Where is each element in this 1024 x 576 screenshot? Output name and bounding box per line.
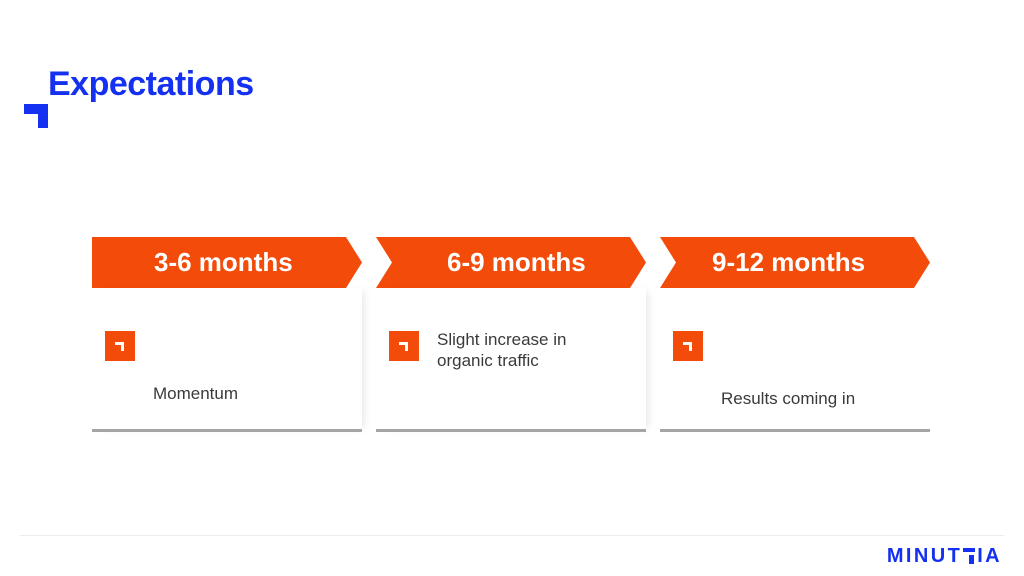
timeline-banner: 9-12 months — [660, 237, 930, 288]
footer-divider — [20, 535, 1004, 536]
timeline-column: 9-12 months Results coming in — [660, 237, 930, 432]
card-divider — [660, 429, 930, 432]
timeline-column: 3-6 months Momentum — [92, 237, 362, 432]
corner-bracket-icon — [673, 331, 703, 361]
timeline-period-label: 6-9 months — [447, 247, 586, 277]
timeline-card: Results coming in — [660, 288, 930, 432]
banner-chevron-shape — [660, 237, 930, 288]
timeline-card: Momentum — [92, 288, 362, 432]
logo-t-mark-icon — [963, 548, 976, 564]
logo-text-right: IA — [977, 544, 1002, 567]
logo-text-left: MINUT — [886, 544, 963, 567]
timeline-banner: 3-6 months — [92, 237, 362, 288]
timeline-card-text: Momentum — [153, 384, 239, 403]
timeline-card-text: Slight increase in organic traffic — [437, 330, 567, 370]
banner-chevron-shape — [376, 237, 646, 288]
corner-bracket-icon — [389, 331, 419, 361]
page-title: Expectations — [48, 65, 254, 103]
timeline-card-text: Results coming in — [721, 389, 856, 408]
timeline-banner: 6-9 months — [376, 237, 646, 288]
corner-bracket-icon — [105, 331, 135, 361]
title-corner-icon — [24, 104, 48, 128]
card-divider — [376, 429, 646, 432]
timeline-period-label: 9-12 months — [712, 247, 866, 277]
timeline-card: Slight increase in organic traffic — [376, 288, 646, 432]
brand-logo: MINUT IA — [887, 545, 1002, 567]
timeline-period-label: 3-6 months — [154, 247, 293, 277]
timeline-column: 6-9 months Slight increase in organic tr… — [376, 237, 646, 432]
banner-arrow-shape — [92, 237, 362, 288]
card-divider — [92, 429, 362, 432]
